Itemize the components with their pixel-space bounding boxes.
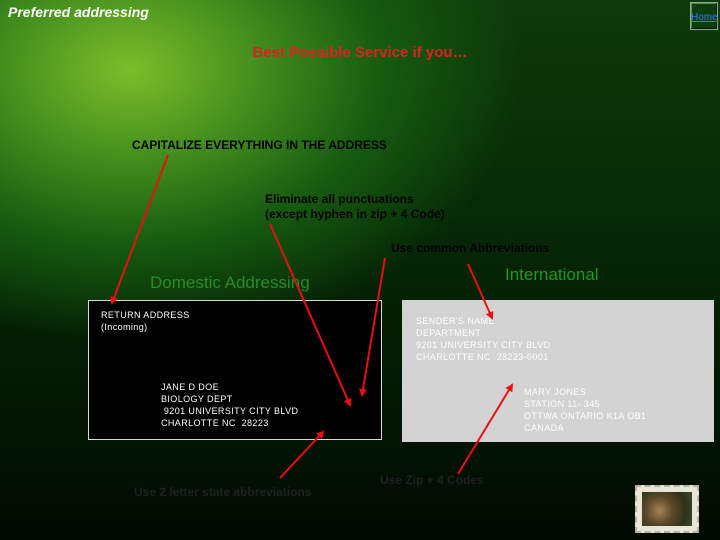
international-envelope: [402, 300, 714, 442]
return-address: RETURN ADDRESS (Incoming): [101, 309, 190, 333]
address-line: JANE D DOE: [161, 382, 220, 392]
tip-punctuation-line1: Eliminate all punctuations: [265, 192, 414, 206]
headline: Best Possible Service if you…: [252, 44, 468, 61]
address-line: CANADA: [524, 423, 564, 433]
address-line: CHARLOTTE NC 28223-0001: [416, 352, 549, 362]
address-line: MARY JONES: [524, 387, 587, 397]
stamp-icon: [635, 485, 699, 533]
address-line: STATION 11- 345: [524, 399, 601, 409]
domestic-heading: Domestic Addressing: [150, 273, 310, 292]
international-recipient-address: MARY JONES STATION 11- 345 OTTWA ONTARIO…: [524, 386, 646, 434]
address-line: 9201 UNIVERSITY CITY BLVD: [416, 340, 551, 350]
home-button[interactable]: Home: [690, 2, 718, 30]
address-line: BIOLOGY DEPT: [161, 394, 233, 404]
stamp-image: [642, 492, 692, 526]
tip-capitalize: CAPITALIZE EVERYTHING IN THE ADDRESS: [132, 138, 387, 152]
tip-punctuation: Eliminate all punctuations (except hyphe…: [265, 192, 445, 222]
tip-zip-codes: Use Zip + 4 Codes: [380, 473, 484, 487]
address-line: SENDER'S NAME: [416, 316, 495, 326]
international-heading: International: [505, 265, 599, 284]
international-sender-address: SENDER'S NAME DEPARTMENT 9201 UNIVERSITY…: [416, 315, 551, 363]
slide-title: Preferred addressing: [8, 4, 149, 20]
domestic-recipient-address: JANE D DOE BIOLOGY DEPT 9201 UNIVERSITY …: [161, 381, 298, 429]
address-line: (Incoming): [101, 322, 148, 332]
address-line: 9201 UNIVERSITY CITY BLVD: [161, 406, 299, 416]
tip-abbreviations: Use common Abbreviations: [391, 241, 550, 255]
address-line: RETURN ADDRESS: [101, 310, 190, 320]
address-line: CHARLOTTE NC 28223: [161, 418, 269, 428]
tip-state-abbreviations: Use 2 letter state abbreviations: [134, 485, 312, 499]
address-line: DEPARTMENT: [416, 328, 482, 338]
address-line: OTTWA ONTARIO K1A OB1: [524, 411, 647, 421]
tip-punctuation-line2: (except hyphen in zip + 4 Code): [265, 207, 445, 221]
